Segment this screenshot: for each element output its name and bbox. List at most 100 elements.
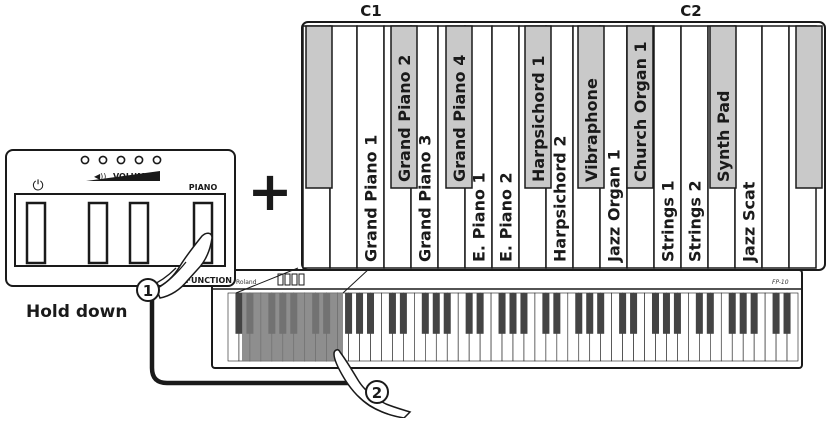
mini-black-key — [772, 293, 780, 334]
white-key — [761, 25, 790, 269]
power-icon: ⏻ — [32, 178, 43, 194]
mini-black-key — [728, 293, 736, 334]
volume-indicator-light — [80, 155, 90, 165]
mini-black-key — [421, 293, 429, 334]
mini-black-key — [432, 293, 440, 334]
button-bay — [14, 193, 226, 267]
labeled-black-key — [445, 25, 473, 189]
black-key-label: Vibraphone — [582, 78, 601, 182]
octave-label-c2: C2 — [680, 2, 701, 20]
mini-black-key — [553, 293, 561, 334]
mini-black-key — [388, 293, 396, 334]
labeled-black-key — [390, 25, 418, 189]
white-key-label: E. Piano 1 — [470, 172, 489, 262]
mini-button — [291, 273, 298, 286]
plus-sign: + — [247, 160, 292, 223]
zoom-lines — [235, 267, 371, 294]
function-label: FUNCTION — [186, 276, 232, 285]
white-key-label: Strings 1 — [659, 180, 678, 262]
mini-black-key — [345, 293, 353, 334]
mini-black-key — [597, 293, 605, 334]
white-key-label: E. Piano 2 — [497, 172, 516, 262]
black-key-label: Harpsichord 1 — [529, 56, 548, 182]
step-marker-2-text: 2 — [372, 384, 382, 402]
mini-black-key — [465, 293, 473, 334]
volume-indicator-light — [134, 155, 144, 165]
black-key-label: Synth Pad — [714, 91, 733, 183]
labeled-black-key — [524, 25, 552, 189]
white-key — [653, 25, 682, 269]
black-key — [795, 25, 823, 189]
mini-black-key — [630, 293, 638, 334]
mini-black-key — [783, 293, 791, 334]
step-marker-2: 2 — [365, 380, 389, 404]
mini-button — [284, 273, 291, 286]
volume-label: VOLUME — [113, 172, 151, 181]
mini-black-key — [651, 293, 660, 334]
mini-black-key — [619, 293, 627, 334]
zoom-line-right — [342, 267, 371, 294]
black-key-label: Church Organ 1 — [631, 41, 650, 182]
black-keys — [305, 25, 823, 189]
mini-black-key — [399, 293, 407, 334]
white-key-label: Grand Piano 1 — [362, 135, 381, 262]
white-key — [734, 25, 763, 269]
key-labels: Grand Piano 2 Grand Piano 4 Harpsichord 1 V… — [362, 41, 759, 263]
white-key-label: Jazz Scat — [740, 181, 759, 263]
volume-indicator-light — [152, 155, 162, 165]
mini-panel-buttons — [277, 273, 305, 286]
selected-keys-highlight — [242, 293, 343, 361]
brand-text: Roland — [236, 279, 257, 286]
connector-arrow — [149, 297, 355, 386]
step-marker-1-text: 1 — [143, 282, 153, 300]
mini-black-key — [235, 293, 243, 334]
white-key — [491, 25, 520, 269]
octave-label-c1: C1 — [360, 2, 381, 20]
mini-black-key — [520, 293, 528, 334]
mini-black-key — [662, 293, 670, 334]
mini-black-key — [673, 293, 681, 334]
mini-black-key — [476, 293, 484, 334]
volume-wedge — [86, 171, 160, 181]
mini-black-key — [509, 293, 517, 334]
labeled-black-key — [709, 25, 737, 189]
mini-black-key — [356, 293, 364, 334]
white-key-label: Grand Piano 3 — [416, 135, 435, 262]
key-press-finger-icon — [333, 349, 412, 419]
black-key — [305, 25, 333, 189]
volume-indicators — [80, 155, 162, 165]
mini-black-key — [575, 293, 583, 334]
labeled-black-key — [577, 25, 605, 189]
white-key-label: Strings 2 — [686, 180, 705, 262]
mini-black-key — [498, 293, 506, 334]
volume-glyph: ◀)) — [94, 172, 106, 181]
white-key-label: Jazz Organ 1 — [605, 149, 624, 263]
mini-black-key — [443, 293, 451, 334]
panel-frame — [5, 149, 236, 287]
white-key-label: Harpsichord 2 — [551, 136, 570, 262]
piano-label: PIANO — [189, 183, 218, 192]
volume-indicator-light — [98, 155, 108, 165]
black-key-label: Grand Piano 4 — [450, 55, 469, 182]
mini-black-key — [542, 293, 550, 334]
mini-button — [298, 273, 305, 286]
mini-black-key — [695, 293, 703, 334]
white-key — [680, 25, 709, 269]
model-text: FP-10 — [772, 279, 789, 286]
black-key-label: Grand Piano 2 — [395, 55, 414, 182]
mini-black-key — [706, 293, 714, 334]
mini-black-key — [750, 293, 758, 334]
mini-black-key — [366, 293, 375, 334]
white-key — [356, 25, 385, 269]
hold-down-caption: Hold down — [26, 302, 127, 322]
power-button[interactable] — [25, 201, 47, 265]
volume-up-button[interactable] — [128, 201, 150, 265]
mini-black-key — [739, 293, 747, 334]
labeled-black-key — [626, 25, 654, 189]
mini-black-key — [586, 293, 594, 334]
zoom-line-left — [235, 267, 299, 294]
step-marker-1: 1 — [136, 278, 160, 302]
volume-down-button[interactable] — [87, 201, 109, 265]
